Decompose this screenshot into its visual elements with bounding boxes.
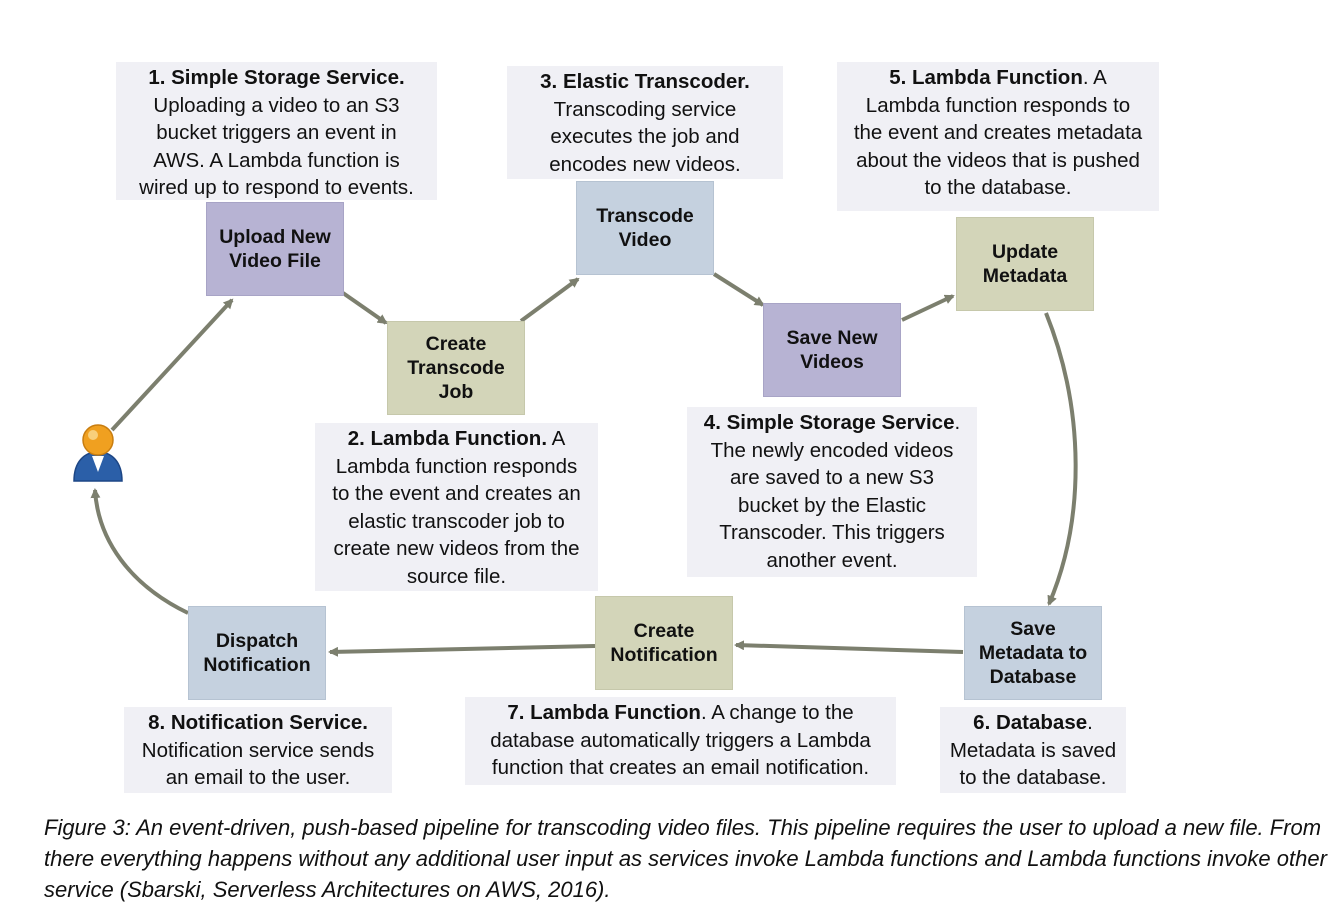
- step-2-text: A Lambda function responds to the event …: [332, 427, 581, 588]
- step-3-title: 3. Elastic Transcoder.: [540, 70, 750, 93]
- arrow-save-videos-to-update-meta: [901, 294, 955, 322]
- arrow-dispatch-to-user: [90, 488, 189, 615]
- step-5-text: . A Lambda function responds to the even…: [853, 66, 1143, 199]
- step-1-text: Uploading a video to an S3 bucket trigge…: [139, 93, 414, 200]
- arrow-transcode-to-save-videos: [712, 272, 765, 307]
- save-new-videos-node: Save New Videos: [763, 303, 901, 397]
- figure-caption: Figure 3: An event-driven, push-based pi…: [44, 815, 1327, 902]
- arrow-user-to-upload: [110, 298, 234, 432]
- update-metadata-node: Update Metadata: [956, 217, 1094, 311]
- step-1-title: 1. Simple Storage Service.: [148, 66, 405, 89]
- step-2-description: 2. Lambda Function. A Lambda function re…: [315, 423, 598, 591]
- step-8-description: 8. Notification Service. Notification se…: [124, 707, 392, 793]
- upload-video-node: Upload New Video File: [206, 202, 344, 296]
- step-5-description: 5. Lambda Function. A Lambda function re…: [837, 62, 1159, 211]
- step-3-text: Transcoding service executes the job and…: [549, 97, 741, 176]
- create-notification-node: Create Notification: [595, 596, 733, 690]
- user-icon: [73, 424, 123, 482]
- save-metadata-node: Save Metadata to Database: [964, 606, 1102, 700]
- arrow-create-job-to-transcode: [519, 277, 580, 323]
- step-3-description: 3. Elastic Transcoder. Transcoding servi…: [507, 66, 783, 179]
- step-8-text: Notification service sends an email to t…: [141, 738, 375, 790]
- step-6-title: 6. Database: [973, 711, 1088, 734]
- step-8-title: 8. Notification Service.: [148, 711, 368, 734]
- step-4-text: . The newly encoded videos are saved to …: [710, 411, 961, 572]
- step-4-description: 4. Simple Storage Service. The newly enc…: [687, 407, 977, 577]
- step-6-text: . Metadata is saved to the database.: [949, 711, 1117, 789]
- arrow-create-notif-to-dispatch: [328, 644, 596, 657]
- step-2-title: 2. Lambda Function.: [347, 427, 548, 450]
- step-7-description: 7. Lambda Function. A change to the data…: [465, 697, 896, 785]
- step-1-description: 1. Simple Storage Service. Uploading a v…: [116, 62, 437, 200]
- step-7-text: . A change to the database automatically…: [490, 701, 871, 779]
- step-7-title: 7. Lambda Function: [507, 701, 701, 724]
- step-6-description: 6. Database. Metadata is saved to the da…: [940, 707, 1126, 793]
- arrow-upload-to-create-job: [341, 291, 388, 325]
- arrow-save-meta-to-create-notif: [734, 640, 964, 654]
- arrow-update-meta-to-save-meta: [1044, 312, 1078, 606]
- step-5-title: 5. Lambda Function: [889, 66, 1083, 89]
- step-4-title: 4. Simple Storage Service: [703, 411, 955, 434]
- dispatch-notification-node: Dispatch Notification: [188, 606, 326, 700]
- transcode-video-node: Transcode Video: [576, 181, 714, 275]
- create-transcode-job-node: Create Transcode Job: [387, 321, 525, 415]
